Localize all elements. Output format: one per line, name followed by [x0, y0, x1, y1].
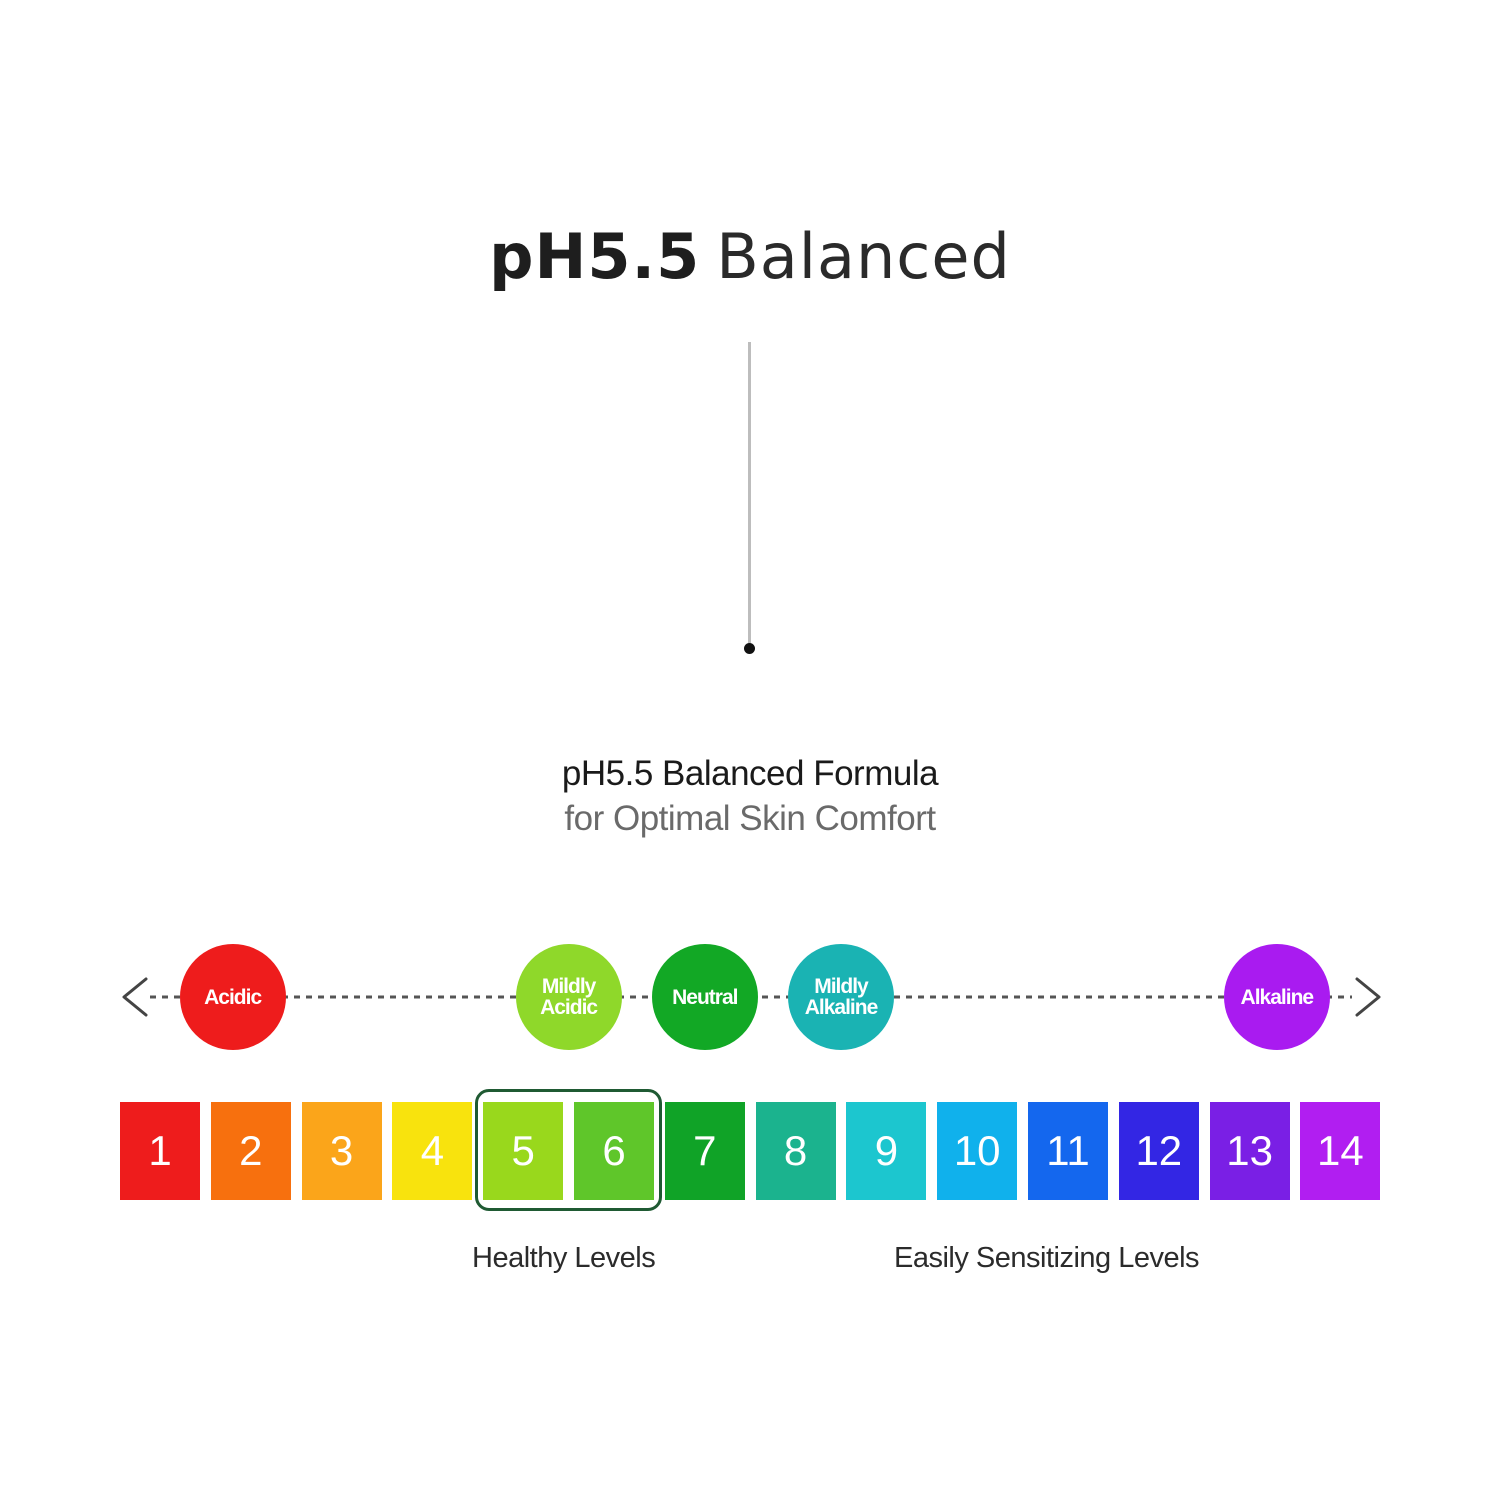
title-balanced: Balanced: [716, 220, 1011, 293]
ph-tile-2: 2: [210, 1102, 291, 1200]
left-arrow-icon: [122, 977, 148, 1017]
right-arrow-icon: [1355, 977, 1381, 1017]
ph-tile-14: 14: [1300, 1102, 1381, 1200]
ph-tile-5: 5: [483, 1102, 564, 1200]
badge-neutral: Neutral: [651, 944, 758, 1050]
badge-alkaline: Alkaline: [1223, 944, 1330, 1050]
ph-tile-11: 11: [1028, 1102, 1108, 1200]
ph-tile-9: 9: [846, 1102, 927, 1200]
ph-tile-8: 8: [755, 1102, 836, 1200]
title-ph-value: pH5.5: [489, 220, 701, 293]
ph-tile-4: 4: [392, 1102, 473, 1200]
healthy-range-highlight: [475, 1089, 662, 1211]
formula-subheading: for Optimal Skin Comfort: [564, 799, 936, 838]
ph-tile-12: 12: [1118, 1102, 1199, 1200]
ph-tile-10: 10: [937, 1102, 1018, 1200]
badge-mildly-acidic: Mildly Acidic: [515, 944, 622, 1050]
pointer-line: [748, 342, 751, 648]
formula-heading: pH5.5 Balanced Formula: [561, 754, 939, 793]
pointer-dot: [744, 643, 755, 654]
ph-tile-1: 1: [120, 1102, 200, 1200]
ph-tile-3: 3: [301, 1102, 382, 1200]
sensitizing-levels-label: Easily Sensitizing Levels: [894, 1242, 1200, 1274]
badge-mildly-alkaline: Mildly Alkaline: [788, 944, 894, 1050]
ph-tile-7: 7: [664, 1102, 745, 1200]
badge-acidic: Acidic: [179, 944, 286, 1050]
healthy-levels-label: Healthy Levels: [472, 1242, 656, 1274]
ph-tile-6: 6: [574, 1102, 654, 1200]
ph-tile-13: 13: [1209, 1102, 1290, 1200]
